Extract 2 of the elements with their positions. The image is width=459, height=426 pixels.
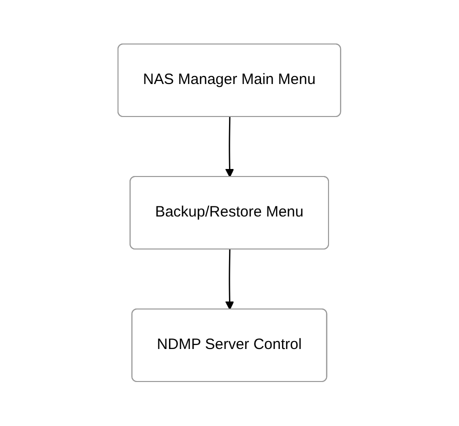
arrow bbox=[225, 250, 234, 310]
arrow bbox=[225, 117, 234, 178]
